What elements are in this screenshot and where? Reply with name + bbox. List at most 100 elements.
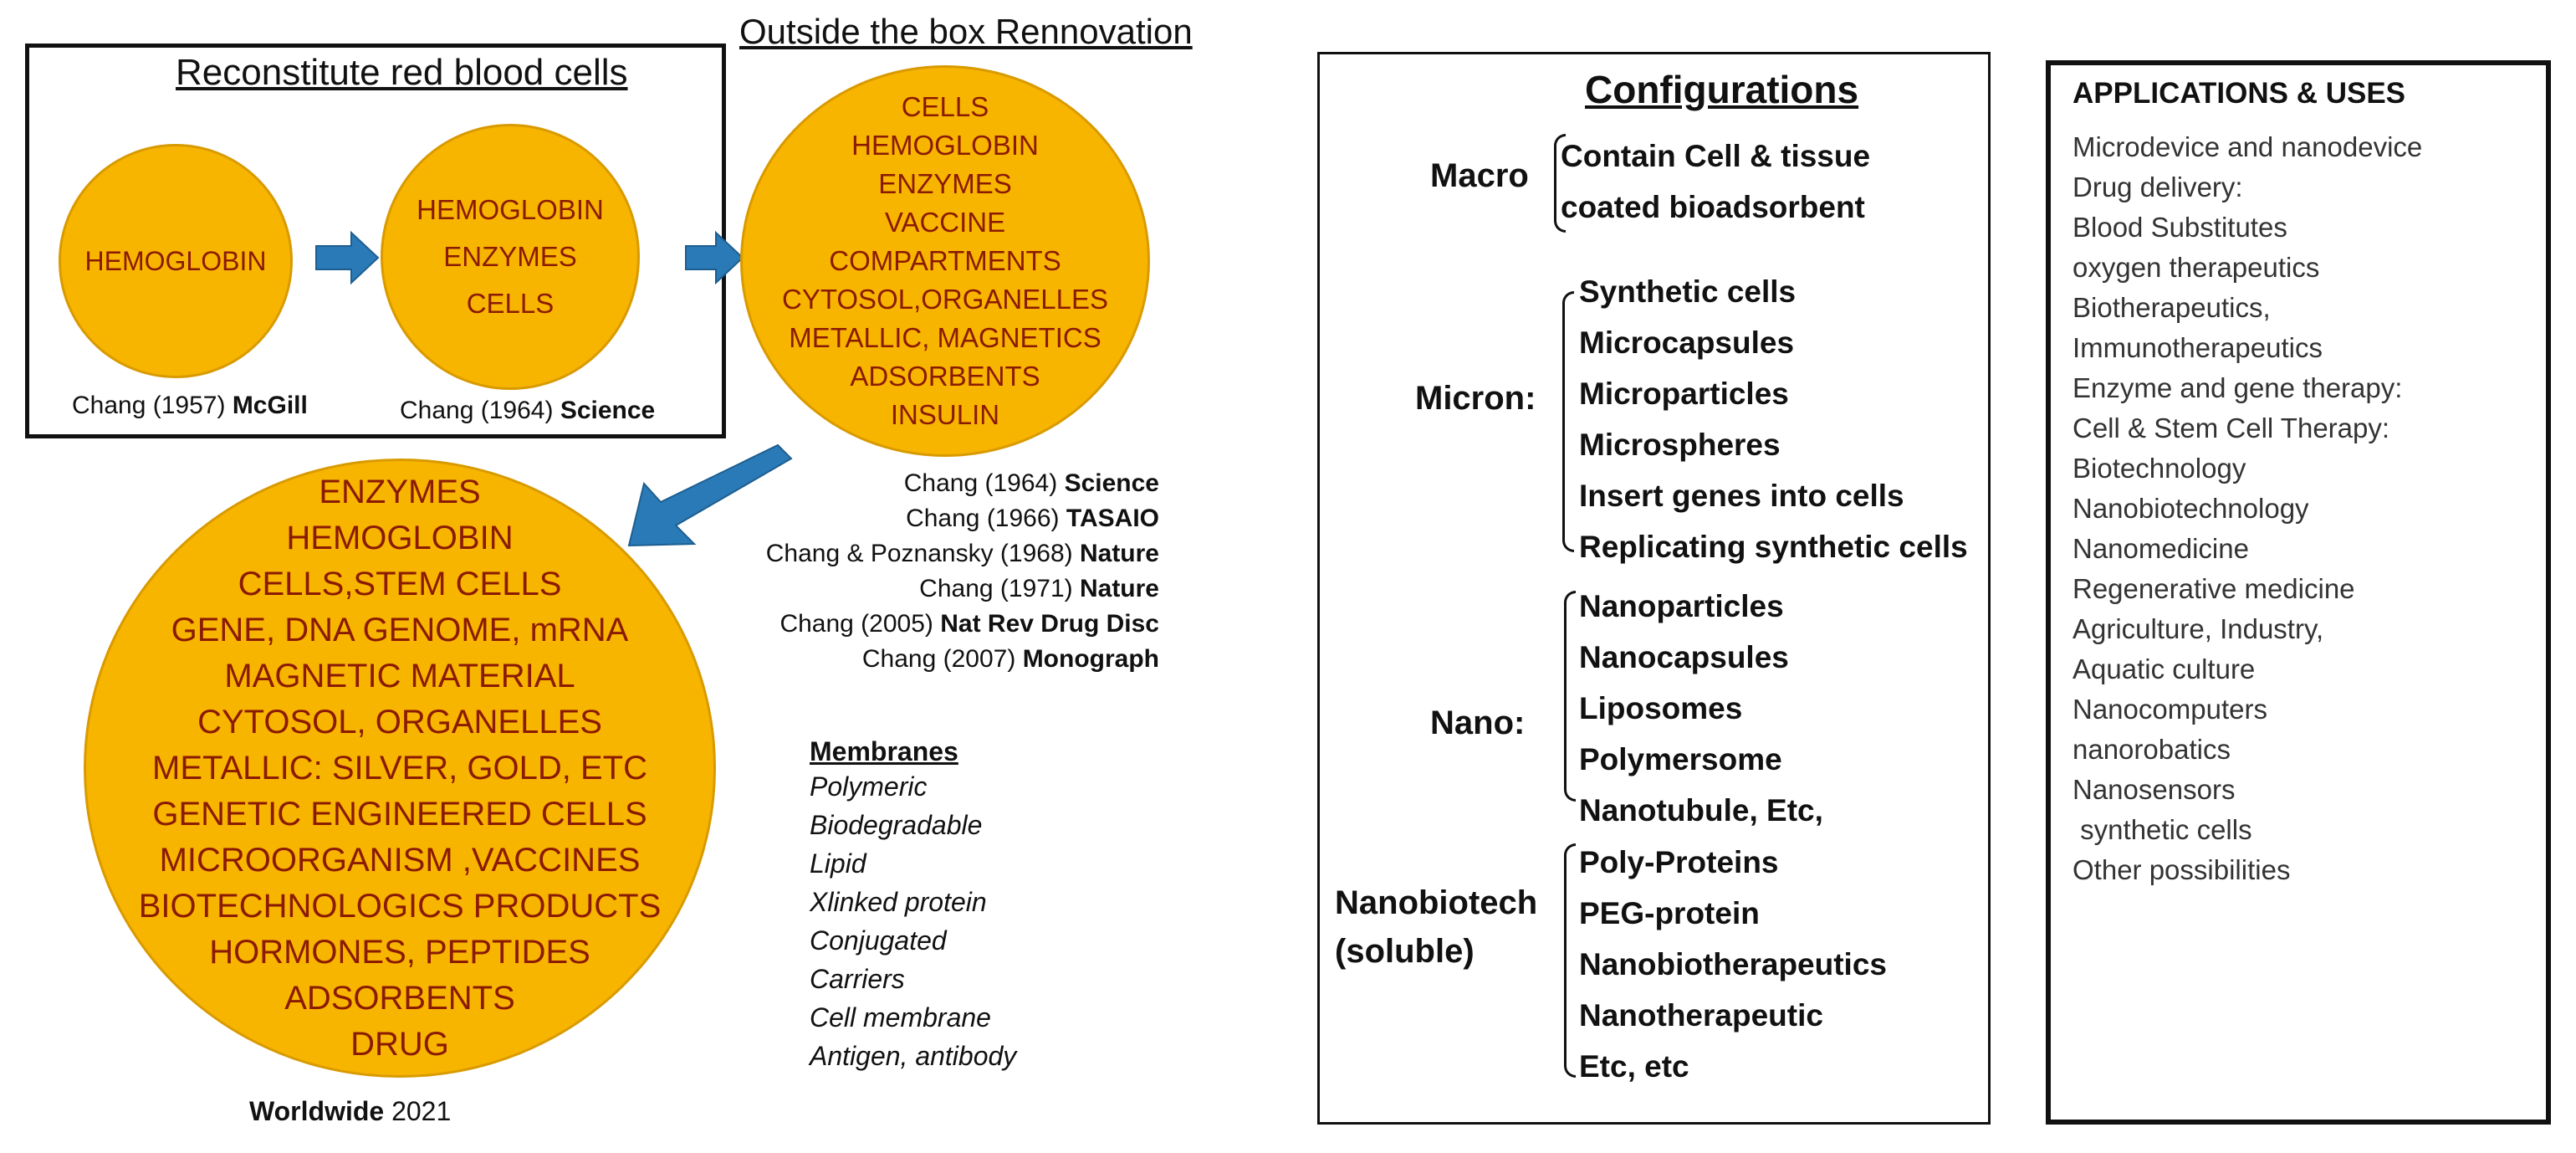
circle-hemoglobin: HEMOGLOBIN: [59, 144, 293, 378]
config-item: PEG-protein: [1579, 896, 1760, 930]
circle-text: METALLIC, MAGNETICS: [789, 322, 1101, 353]
cite-chang-1957: Chang (1957) McGill: [72, 392, 308, 419]
membranes-title: Membranes: [810, 736, 958, 766]
circle-text: ADSORBENTS: [284, 979, 515, 1017]
config-item: coated bioadsorbent: [1561, 190, 1865, 224]
membrane-item: Cell membrane: [810, 1002, 991, 1033]
circle-text: ENZYMES: [443, 241, 577, 272]
config-item: Microspheres: [1579, 428, 1781, 462]
citation: Chang (1971) Nature: [919, 575, 1159, 602]
configurations-box: [1317, 52, 1991, 1125]
brace-icon: [1564, 843, 1576, 1078]
membrane-item: Lipid: [810, 848, 866, 879]
circle-text: CELLS: [901, 91, 989, 122]
config-item: Nanotubule, Etc,: [1579, 793, 1823, 828]
config-item: Microcapsules: [1579, 325, 1795, 360]
application-item: Microdevice and nanodevice: [2073, 131, 2423, 162]
top-title: Outside the box Rennovation: [739, 12, 1193, 51]
circle-text: ENZYMES: [878, 168, 1012, 199]
circle-text: MAGNETIC MATERIAL: [224, 657, 575, 694]
config-item: Nanotherapeutic: [1579, 998, 1823, 1033]
application-item: synthetic cells: [2073, 814, 2252, 845]
application-item: Drug delivery:: [2073, 172, 2243, 202]
config-items-nano: Nanoparticles Nanocapsules Liposomes Pol…: [1579, 581, 1823, 836]
application-item: Regenerative medicine: [2073, 573, 2355, 604]
citation: Chang & Poznansky (1968) Nature: [765, 540, 1159, 567]
config-category-nanobiotech: Nanobiotech (soluble): [1335, 879, 1537, 976]
application-item: Biotherapeutics,: [2073, 292, 2271, 323]
membrane-item: Conjugated: [810, 925, 947, 956]
config-item: Nanobiotherapeutics: [1579, 947, 1887, 981]
config-category-line: (soluble): [1335, 933, 1475, 970]
circle-hemoglobin-enzymes-cells: HEMOGLOBIN ENZYMES CELLS: [381, 124, 640, 390]
application-item: Agriculture, Industry,: [2073, 613, 2324, 644]
circle-text: HEMOGLOBIN: [851, 130, 1039, 161]
config-category-line: Nanobiotech: [1335, 884, 1538, 921]
citation: Chang (1966) TASAIO: [906, 505, 1159, 532]
application-item: oxygen therapeutics: [2073, 252, 2320, 283]
membrane-item: Carriers: [810, 964, 905, 994]
circle-text: VACCINE: [884, 207, 1006, 238]
circle-text: HEMOGLOBIN: [84, 245, 267, 276]
circle-renovation: CELLS HEMOGLOBIN ENZYMES VACCINE COMPART…: [740, 65, 1150, 457]
config-item: Nanoparticles: [1579, 589, 1784, 623]
reconstitute-title: Reconstitute red blood cells: [176, 52, 628, 93]
circle-text: HEMOGLOBIN: [417, 194, 604, 225]
application-item: Biotechnology: [2073, 453, 2246, 484]
circle-text: ADSORBENTS: [850, 361, 1040, 392]
citation: Chang (2007) Monograph: [861, 645, 1159, 673]
applications-box: [2046, 60, 2551, 1125]
config-item: Contain Cell & tissue: [1561, 139, 1871, 173]
citation: Chang (1964) Science: [903, 469, 1159, 497]
config-item: Nanocapsules: [1579, 640, 1789, 674]
worldwide-label: Worldwide 2021: [249, 1096, 452, 1126]
brace-icon: [1554, 134, 1566, 233]
membrane-item: Xlinked protein: [810, 887, 987, 917]
circle-text: METALLIC: SILVER, GOLD, ETC: [152, 749, 647, 787]
citations-list: Chang (1964) Science Chang (1966) TASAIO…: [766, 466, 1159, 677]
circle-text: INSULIN: [890, 399, 1000, 430]
application-item: Immunotherapeutics: [2073, 332, 2323, 363]
config-item: Etc, etc: [1579, 1049, 1689, 1084]
arrow-down-left-icon: [627, 443, 793, 547]
membrane-item: Polymeric: [810, 771, 928, 802]
config-item: Synthetic cells: [1579, 274, 1797, 309]
arrow-right-icon: [685, 230, 744, 285]
circle-text: CELLS: [466, 288, 555, 319]
config-items-macro: Contain Cell & tissue coated bioadsorben…: [1561, 131, 1870, 233]
circle-text: ENZYMES: [319, 473, 481, 510]
citation: Chang (2005) Nat Rev Drug Disc: [779, 610, 1159, 638]
circle-text: BIOTECHNOLOGICS PRODUCTS: [138, 887, 662, 925]
config-item: Insert genes into cells: [1579, 479, 1904, 513]
applications-title: APPLICATIONS & USES: [2073, 77, 2406, 110]
circle-text: GENETIC ENGINEERED CELLS: [152, 795, 647, 833]
circle-text: CYTOSOL, ORGANELLES: [197, 703, 602, 740]
arrow-right-icon: [315, 230, 380, 285]
circle-text: GENE, DNA GENOME, mRNA: [171, 611, 629, 648]
config-items-micron: Synthetic cells Microcapsules Microparti…: [1579, 266, 1968, 572]
config-category-micron: Micron:: [1415, 380, 1536, 417]
application-item: Nanobiotechnology: [2073, 493, 2309, 524]
brace-icon: [1564, 591, 1576, 802]
membranes-list: Membranes Polymeric Biodegradable Lipid …: [810, 736, 1016, 1075]
config-category-nano: Nano:: [1430, 705, 1526, 741]
config-item: Poly-Proteins: [1579, 845, 1779, 879]
circle-text: COMPARTMENTS: [829, 245, 1061, 276]
brace-icon: [1562, 291, 1574, 552]
cite-chang-1964: Chang (1964) Science: [400, 397, 656, 424]
circle-text: HEMOGLOBIN: [286, 519, 514, 556]
config-item: Microparticles: [1579, 377, 1789, 411]
membrane-item: Antigen, antibody: [810, 1041, 1017, 1071]
application-item: Nanocomputers: [2073, 694, 2267, 725]
circle-worldwide: ENZYMES HEMOGLOBIN CELLS,STEM CELLS GENE…: [84, 459, 716, 1078]
config-item: Replicating synthetic cells: [1579, 530, 1968, 564]
circle-text: CELLS,STEM CELLS: [238, 565, 562, 602]
circle-text: CYTOSOL,ORGANELLES: [781, 284, 1109, 315]
config-item: Polymersome: [1579, 742, 1782, 776]
application-item: Blood Substitutes: [2073, 212, 2287, 243]
configurations-title: Configurations: [1585, 68, 1859, 111]
application-item: nanorobatics: [2073, 734, 2231, 765]
applications-list: Microdevice and nanodevice Drug delivery…: [2073, 127, 2422, 890]
config-category-macro: Macro: [1430, 157, 1529, 194]
